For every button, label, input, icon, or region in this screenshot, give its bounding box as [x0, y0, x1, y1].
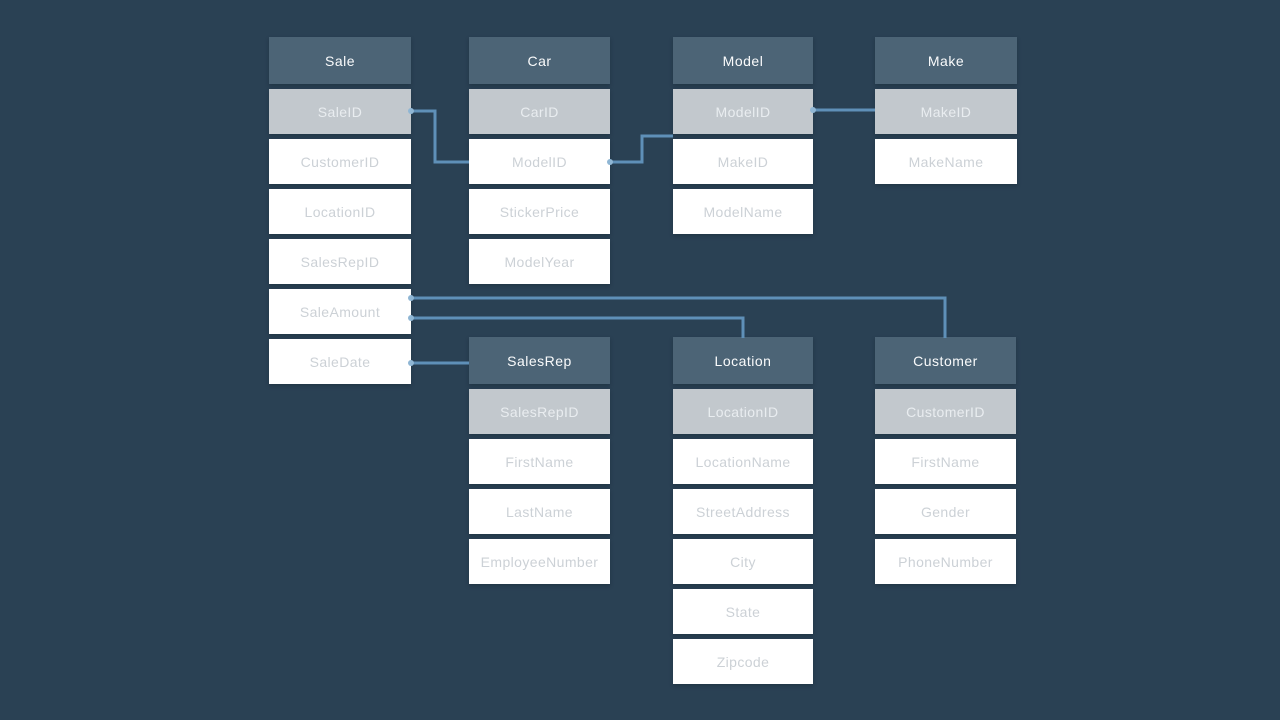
field-phonenumber: PhoneNumber [875, 539, 1016, 584]
field-firstname: FirstName [469, 439, 610, 484]
field-modelyear: ModelYear [469, 239, 610, 284]
connector-car-modelid-to-model-modelid [610, 134, 673, 164]
field-gender: Gender [875, 489, 1016, 534]
field-makeid: MakeID [673, 139, 813, 184]
table-header-customer: Customer [875, 337, 1016, 384]
field-carid: CarID [469, 89, 610, 134]
field-streetaddress: StreetAddress [673, 489, 813, 534]
field-city: City [673, 539, 813, 584]
table-header-sale: Sale [269, 37, 411, 84]
field-stickerprice: StickerPrice [469, 189, 610, 234]
table-header-location: Location [673, 337, 813, 384]
field-saledate: SaleDate [269, 339, 411, 384]
table-header-car: Car [469, 37, 610, 84]
field-state: State [673, 589, 813, 634]
field-locationname: LocationName [673, 439, 813, 484]
field-zipcode: Zipcode [673, 639, 813, 684]
connector-sale-to-customer [411, 296, 947, 338]
field-salesrepid: SalesRepID [469, 389, 610, 434]
field-salesrepid: SalesRepID [269, 239, 411, 284]
field-locationid: LocationID [673, 389, 813, 434]
field-modelid: ModelID [469, 139, 610, 184]
field-firstname: FirstName [875, 439, 1016, 484]
field-saleamount: SaleAmount [269, 289, 411, 334]
table-header-salesrep: SalesRep [469, 337, 610, 384]
field-modelid: ModelID [673, 89, 813, 134]
field-makename: MakeName [875, 139, 1017, 184]
field-makeid: MakeID [875, 89, 1017, 134]
connector-sale-to-location [411, 316, 745, 338]
table-header-model: Model [673, 37, 813, 84]
connector-sale-saleid-to-car-modelid [411, 109, 469, 164]
field-lastname: LastName [469, 489, 610, 534]
field-modelname: ModelName [673, 189, 813, 234]
field-customerid: CustomerID [269, 139, 411, 184]
field-saleid: SaleID [269, 89, 411, 134]
table-header-make: Make [875, 37, 1017, 84]
field-customerid: CustomerID [875, 389, 1016, 434]
field-employeenumber: EmployeeNumber [469, 539, 610, 584]
field-locationid: LocationID [269, 189, 411, 234]
